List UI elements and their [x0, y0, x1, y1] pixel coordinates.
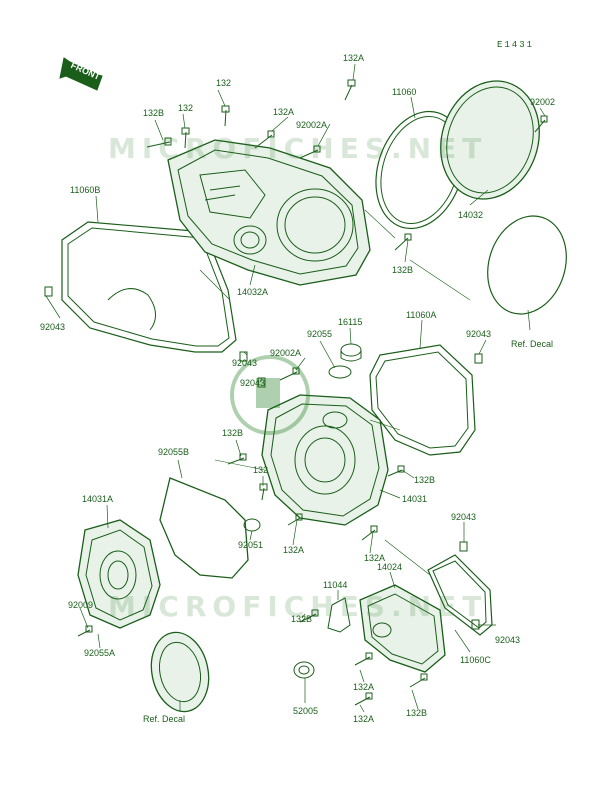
cover-14024 [359, 584, 446, 673]
label-132: 132 [178, 103, 194, 113]
watermark-top: MICROFICHES.NET [108, 132, 488, 165]
oil-cap-16115 [340, 343, 362, 362]
gasket-11060c-inner [432, 560, 487, 629]
label-132b: 132B [414, 475, 436, 485]
gasket-11060b [61, 221, 237, 353]
alignment-lines [199, 209, 471, 576]
label-132a: 132A [283, 545, 305, 555]
generator-cover-14031 [261, 394, 389, 526]
label-92043: 92043 [232, 358, 258, 368]
label-11060a: 11060A [406, 310, 437, 320]
seal-52005-inner [298, 665, 310, 675]
label-132b: 132B [392, 265, 414, 275]
label-14031a: 14031A [82, 494, 114, 504]
label-14032a: 14032A [237, 287, 269, 297]
label-11044: 11044 [323, 580, 348, 590]
label-132a: 132A [353, 682, 375, 692]
label-ref-decal: Ref. Decal [143, 714, 186, 724]
label-132a: 132A [273, 107, 295, 117]
watermark-bottom: MICROFICHES.NET [108, 590, 488, 623]
label-92043: 92043 [451, 512, 477, 522]
ref-decal-oval [487, 215, 567, 315]
label-14032: 14032 [458, 210, 484, 220]
gasket-11060a-inner [375, 351, 469, 449]
label-14031: 14031 [402, 494, 428, 504]
label-92055: 92055 [307, 329, 333, 339]
crankcase-cover-14032a [167, 139, 371, 286]
o-ring-92055 [328, 365, 352, 379]
label-132a: 132A [353, 714, 375, 724]
label-132b: 132B [406, 708, 428, 718]
cover-14032-ring [446, 86, 534, 194]
leader-lines [45, 63, 546, 713]
label-132a: 132A [343, 53, 365, 63]
cover-14032 [440, 80, 540, 200]
label-11060: 11060 [392, 87, 417, 97]
label-92043: 92043 [466, 329, 492, 339]
label-132: 132 [253, 465, 269, 475]
label-14024: 14024 [377, 562, 403, 572]
gasket-11060a [369, 344, 476, 456]
label-11060c: 11060C [460, 655, 491, 665]
o-ring-92055b [159, 477, 249, 579]
label-132b: 132B [222, 428, 244, 438]
label-132: 132 [216, 78, 232, 88]
label-92043: 92043 [240, 378, 266, 388]
seal-52005 [293, 661, 315, 679]
label-92055a: 92055A [84, 648, 116, 658]
oil-seal-92051 [243, 518, 261, 532]
kawasaki-emblem-watermark [230, 355, 310, 435]
label-92043: 92043 [495, 635, 521, 645]
label-132b: 132B [143, 108, 165, 118]
label-92002: 92002 [530, 97, 556, 107]
label-132b: 132B [291, 614, 313, 624]
label-ref-decal: Ref. Decal [511, 339, 554, 349]
label-92002a: 92002A [296, 120, 328, 130]
front-arrow-icon [59, 57, 103, 91]
dowel-pins [44, 286, 483, 630]
label-92009: 92009 [68, 600, 94, 610]
label-92043: 92043 [40, 322, 66, 332]
bracket-11044 [327, 597, 351, 633]
gasket-11060b-bore [107, 288, 156, 331]
diagram-code: E1431 [497, 40, 535, 50]
label-11060b: 11060B [70, 185, 101, 195]
label-132a: 132A [364, 553, 386, 563]
cover-14031a [77, 519, 161, 629]
label-92002a: 92002A [270, 348, 302, 358]
label-16115: 16115 [338, 317, 363, 327]
label-92051: 92051 [238, 540, 264, 550]
gasket-11060b-inner [67, 227, 230, 347]
label-52005: 52005 [293, 706, 319, 716]
ref-decal-round [150, 631, 210, 713]
label-92055b: 92055B [158, 447, 190, 457]
